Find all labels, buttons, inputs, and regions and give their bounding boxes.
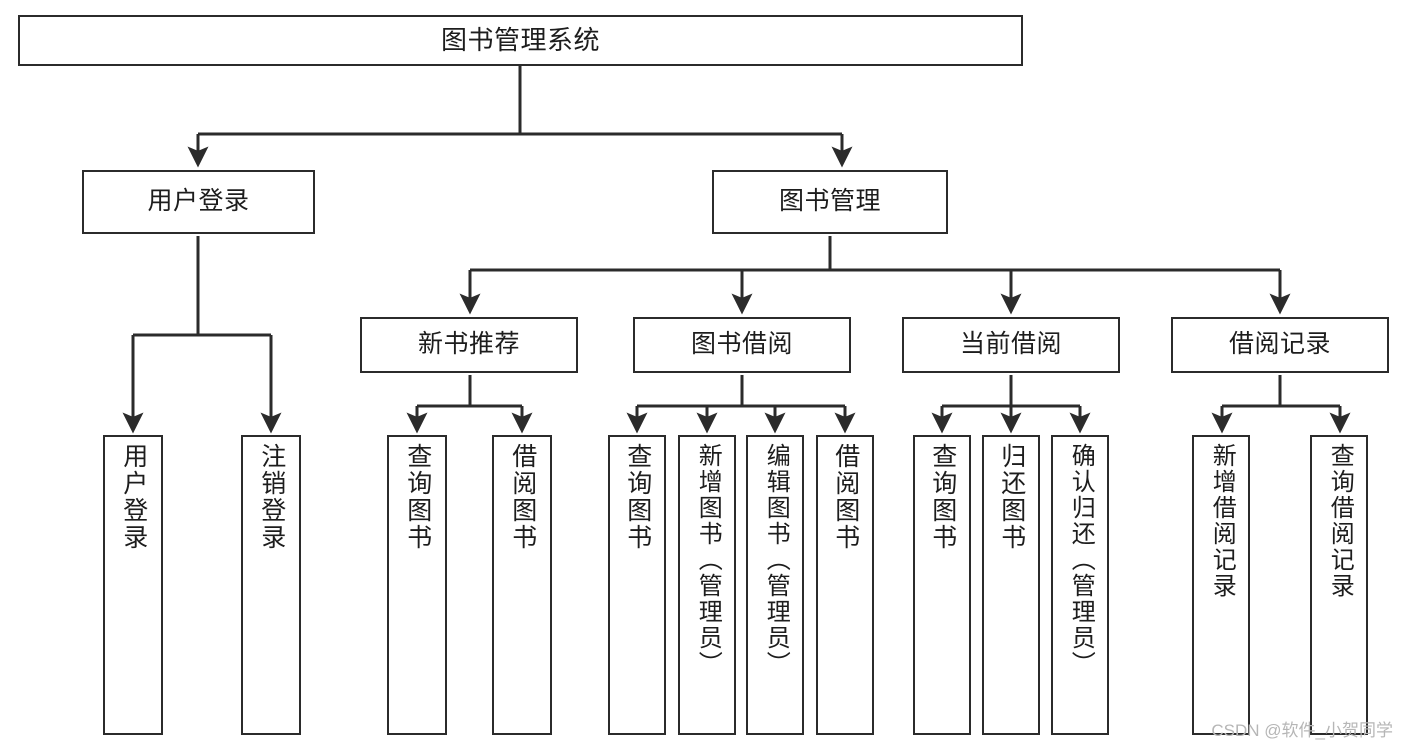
node-leaf-add-record[interactable]: 新增借阅记录 (1192, 435, 1250, 735)
node-current-borrow[interactable]: 当前借阅 (902, 317, 1120, 373)
node-leaf-user-login[interactable]: 用户登录 (103, 435, 163, 735)
node-leaf-add-book-label: 新增图书（管理员） (694, 443, 722, 677)
node-leaf-borrow-book-2-label: 借阅图书 (831, 443, 860, 551)
watermark-text: CSDN @软件_小贺同学 (1211, 721, 1393, 740)
node-new-book-recommend[interactable]: 新书推荐 (360, 317, 578, 373)
node-leaf-edit-book[interactable]: 编辑图书（管理员） (746, 435, 804, 735)
node-leaf-query-record-label: 查询借阅记录 (1326, 443, 1354, 599)
node-leaf-query-book-1-label: 查询图书 (403, 443, 432, 551)
node-borrow-record-label: 借阅记录 (1228, 330, 1331, 359)
node-current-borrow-label: 当前借阅 (959, 330, 1062, 359)
node-leaf-query-book-3[interactable]: 查询图书 (913, 435, 971, 735)
node-leaf-borrow-book-1[interactable]: 借阅图书 (492, 435, 552, 735)
node-leaf-borrow-book-2[interactable]: 借阅图书 (816, 435, 874, 735)
node-leaf-confirm-return[interactable]: 确认归还（管理员） (1051, 435, 1109, 735)
node-user-login[interactable]: 用户登录 (82, 170, 315, 234)
node-leaf-query-book-1[interactable]: 查询图书 (387, 435, 447, 735)
node-leaf-query-book-2-label: 查询图书 (623, 443, 652, 551)
node-leaf-logout-login[interactable]: 注销登录 (241, 435, 301, 735)
node-leaf-confirm-return-label: 确认归还（管理员） (1067, 443, 1095, 677)
node-book-borrow-label: 图书借阅 (690, 330, 793, 359)
node-leaf-return-book-label: 归还图书 (997, 443, 1026, 551)
node-root[interactable]: 图书管理系统 (18, 15, 1023, 66)
node-leaf-borrow-book-1-label: 借阅图书 (508, 443, 537, 551)
node-leaf-query-book-2[interactable]: 查询图书 (608, 435, 666, 735)
node-leaf-query-book-3-label: 查询图书 (928, 443, 957, 551)
node-new-book-recommend-label: 新书推荐 (417, 330, 520, 359)
node-borrow-record[interactable]: 借阅记录 (1171, 317, 1389, 373)
node-book-manage-label: 图书管理 (778, 187, 881, 216)
node-leaf-query-record[interactable]: 查询借阅记录 (1310, 435, 1368, 735)
node-book-manage[interactable]: 图书管理 (712, 170, 948, 234)
node-leaf-return-book[interactable]: 归还图书 (982, 435, 1040, 735)
node-leaf-add-record-label: 新增借阅记录 (1208, 443, 1236, 599)
node-leaf-logout-login-label: 注销登录 (257, 443, 286, 551)
node-root-label: 图书管理系统 (440, 25, 600, 56)
node-book-borrow[interactable]: 图书借阅 (633, 317, 851, 373)
node-leaf-user-login-label: 用户登录 (119, 443, 148, 551)
node-leaf-add-book[interactable]: 新增图书（管理员） (678, 435, 736, 735)
node-user-login-label: 用户登录 (147, 187, 250, 216)
node-leaf-edit-book-label: 编辑图书（管理员） (762, 443, 790, 677)
